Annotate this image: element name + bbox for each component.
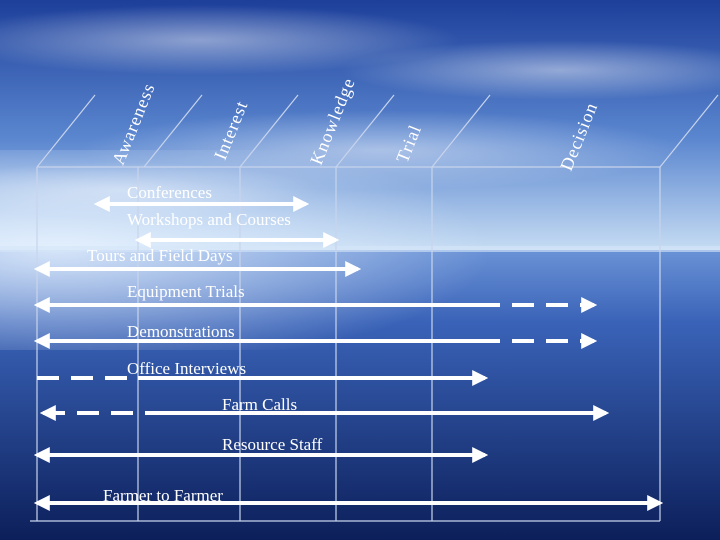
method-label: Workshops and Courses <box>127 210 291 230</box>
header-slant-line <box>144 95 202 167</box>
method-label: Resource Staff <box>222 435 322 455</box>
stage-grid <box>30 95 718 521</box>
header-slant-line <box>37 95 95 167</box>
method-label: Conferences <box>127 183 212 203</box>
method-label: Equipment Trials <box>127 282 245 302</box>
method-label: Farm Calls <box>222 395 297 415</box>
method-label: Office Interviews <box>127 359 246 379</box>
method-label: Demonstrations <box>127 322 235 342</box>
method-label: Farmer to Farmer <box>103 486 223 506</box>
header-slant-line <box>660 95 718 167</box>
header-slant-line <box>432 95 490 167</box>
method-label: Tours and Field Days <box>87 246 233 266</box>
